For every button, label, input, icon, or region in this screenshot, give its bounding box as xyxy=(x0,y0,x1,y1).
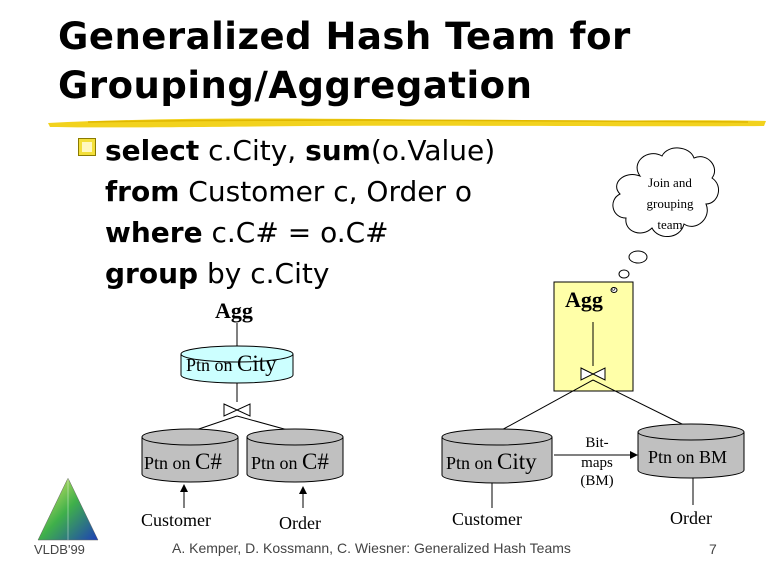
kw-where: where xyxy=(105,216,203,249)
customer-label-right: Customer xyxy=(452,509,522,529)
kw-from: from xyxy=(105,175,180,208)
ptn-city-cylinder-left xyxy=(180,345,294,384)
bullet-square-icon xyxy=(78,138,96,156)
thought-bubble-1 xyxy=(628,250,648,264)
ptn-city-label-right: Ptn on City xyxy=(446,449,537,475)
sum-rest: (o.Value) xyxy=(370,134,496,167)
select-rest: c.City, xyxy=(199,134,306,167)
ptn-c2-cylinder xyxy=(246,428,344,483)
agg-label-left: Agg xyxy=(215,298,253,323)
kw-group: group xyxy=(105,257,199,290)
from-rest: Customer c, Order o xyxy=(179,175,473,208)
ptn-c2-suffix: C# xyxy=(302,449,329,474)
footer-venue: VLDB'99 xyxy=(34,542,85,557)
slide-title: Generalized Hash Team for Grouping/Aggre… xyxy=(58,12,631,110)
order-label-left: Order xyxy=(279,513,321,533)
ptn-city-cylinder-right xyxy=(441,428,553,484)
agg-label-right: Agg xyxy=(565,287,603,312)
sql-line-from: from Customer c, Order o xyxy=(105,171,495,212)
join-icon-left xyxy=(223,403,251,417)
bitmaps-line-3: (BM) xyxy=(580,473,614,489)
title-highlight-stroke xyxy=(48,118,766,128)
thought-line-1: Join and xyxy=(648,175,692,190)
ptn-c1-suffix: C# xyxy=(195,449,222,474)
ptn-c1-label: Ptn on C# xyxy=(144,449,222,475)
sql-line-select: select c.City, sum(o.Value) xyxy=(105,130,495,171)
sql-line-group: group by c.City xyxy=(105,253,495,294)
kw-select: select xyxy=(105,134,200,167)
footer-authors: A. Kemper, D. Kossmann, C. Wiesner: Gene… xyxy=(172,540,571,556)
join-icon-right xyxy=(580,367,606,381)
thought-line-3: team xyxy=(657,217,683,232)
sql-query: select c.City, sum(o.Value) from Custome… xyxy=(105,130,495,294)
order-label-right: Order xyxy=(670,508,712,528)
ptn-city-left-suffix: City xyxy=(237,351,277,376)
customer-label-left: Customer xyxy=(141,510,211,530)
thought-line-2: grouping xyxy=(646,196,694,211)
ptn-c2-label: Ptn on C# xyxy=(251,449,329,475)
ptn-city-right-prefix: Ptn on xyxy=(446,453,498,473)
title-line-1: Generalized Hash Team for xyxy=(58,15,631,58)
kw-sum: sum xyxy=(305,134,371,167)
title-line-2: Grouping/Aggregation xyxy=(58,64,533,107)
ptn-city-label-left: Ptn on City xyxy=(186,351,277,377)
ptn-c2-prefix: Ptn on xyxy=(251,453,303,473)
bitmaps-label: Bit- maps (BM) xyxy=(577,434,617,490)
ptn-c1-cylinder xyxy=(141,428,239,483)
thought-cloud xyxy=(610,147,720,293)
sql-line-where: where c.C# = o.C# xyxy=(105,212,495,253)
ptn-c1-prefix: Ptn on xyxy=(144,453,196,473)
ptn-bm-label: Ptn on BM xyxy=(648,447,728,467)
ptn-bm-cylinder xyxy=(637,423,745,479)
thought-bubble-2 xyxy=(618,269,630,279)
where-rest: c.C# = o.C# xyxy=(202,216,389,249)
footer-page-number: 7 xyxy=(709,541,717,557)
vldb-logo-icon xyxy=(37,477,99,541)
agg-right-bubble: ° xyxy=(611,284,616,298)
bitmaps-line-2: maps xyxy=(581,455,613,471)
thought-bubble-3 xyxy=(610,287,618,293)
group-rest: by c.City xyxy=(198,257,330,290)
ptn-city-left-prefix: Ptn on xyxy=(186,355,238,375)
bitmaps-line-1: Bit- xyxy=(585,435,609,451)
ptn-city-right-suffix: City xyxy=(497,449,537,474)
thought-text: Join and grouping team xyxy=(628,172,712,235)
